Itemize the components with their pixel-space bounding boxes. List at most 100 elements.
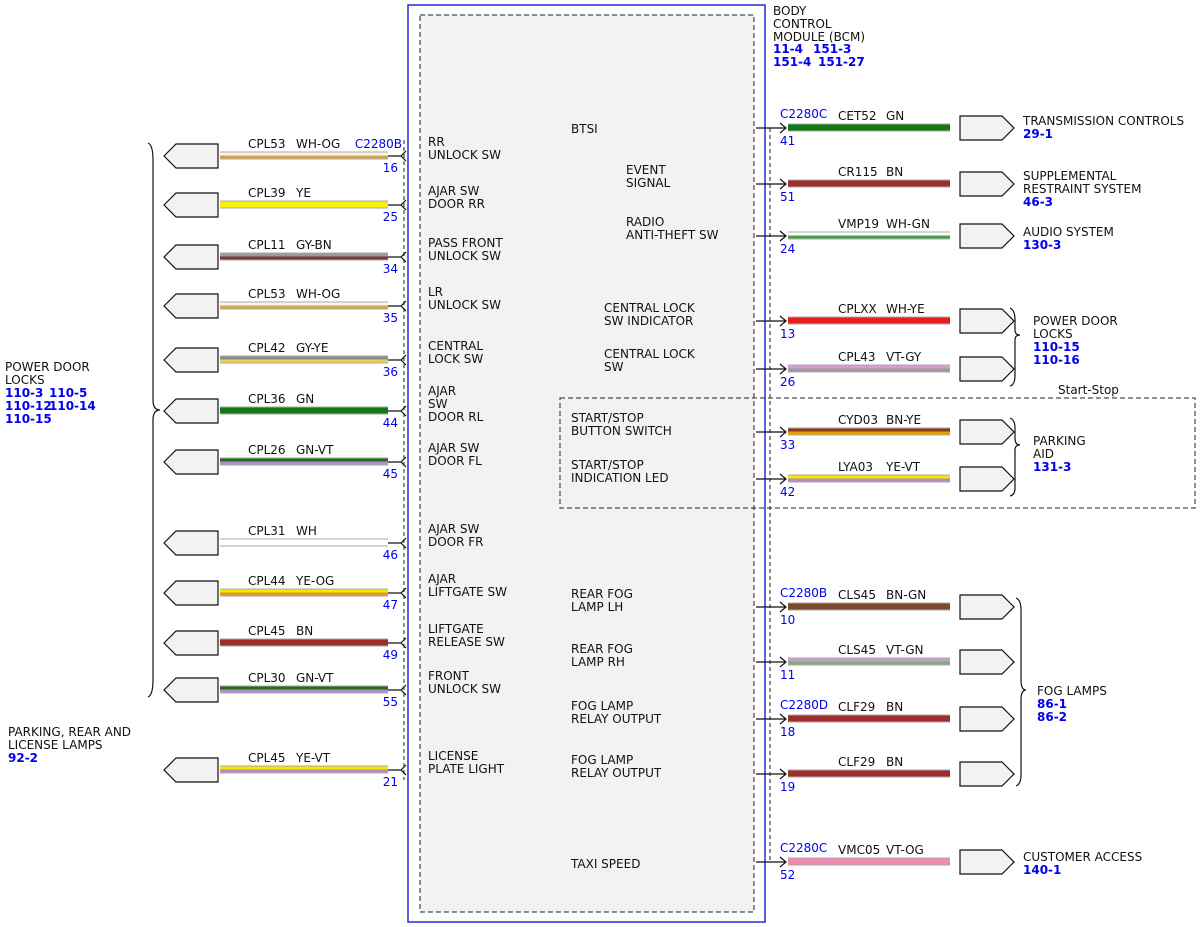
pin-number: 10 [780, 613, 795, 627]
pin-function-label: TAXI SPEED [570, 857, 640, 871]
bcm-ref-link[interactable]: 151-3 [813, 42, 851, 56]
circuit-name: CR115 [838, 165, 878, 179]
wire-color-code: BN [886, 165, 903, 179]
connector-shape [959, 308, 1015, 334]
group-ref-link[interactable]: 110-15 [1033, 340, 1080, 354]
wire-color-code: GY-YE [296, 341, 328, 355]
pin-function-label: UNLOCK SW [428, 682, 501, 696]
pin-function-label: LIFTGATE [428, 622, 484, 636]
circuit-name: CPL39 [248, 186, 286, 200]
pin-function-label: FRONT [428, 669, 470, 683]
pin-arrow [756, 656, 787, 668]
bcm-ref-link[interactable]: 151-4 [773, 55, 811, 69]
wire-color-code: BN [296, 624, 313, 638]
pin-arrow [388, 456, 407, 468]
pin-arrow [388, 587, 407, 599]
circuit-name: CPL31 [248, 524, 286, 538]
connector-id: C2280B [355, 137, 402, 151]
pin-function-label: RELAY OUTPUT [571, 766, 662, 780]
pin-number: 34 [383, 262, 398, 276]
circuit-name: CPL43 [838, 350, 876, 364]
group-ref-link[interactable]: 110-14 [49, 399, 96, 413]
connector-id: C2280D [780, 698, 828, 712]
group-ref-link[interactable]: 110-3 [5, 386, 43, 400]
bcm-ref-link[interactable]: 151-27 [818, 55, 865, 69]
pin-function-label: START/STOP [571, 411, 644, 425]
group-ref-link[interactable]: 110-15 [5, 412, 52, 426]
pin-function-label: LICENSE [428, 749, 478, 763]
group-ref-link[interactable]: 86-2 [1037, 710, 1067, 724]
pin-number: 36 [383, 365, 398, 379]
pin-arrow [756, 122, 787, 134]
group-ref-link[interactable]: 110-12 [5, 399, 52, 413]
circuit-name: CLS45 [838, 643, 876, 657]
bcm-title-line: CONTROL [773, 17, 832, 31]
pin-number: 25 [383, 210, 398, 224]
connector-shape [163, 347, 219, 373]
wire-color-code: WH-GN [886, 217, 930, 231]
circuit-name: CLF29 [838, 755, 875, 769]
group-name: POWER DOOR [1033, 314, 1118, 328]
pin-function-label: AJAR SW [428, 441, 480, 455]
group-ref-link[interactable]: 46-3 [1023, 195, 1053, 209]
group-ref-link[interactable]: 29-1 [1023, 127, 1053, 141]
group-ref-link[interactable]: 110-5 [49, 386, 87, 400]
pin-function-label: ANTI-THEFT SW [626, 228, 719, 242]
pin-arrow [388, 354, 407, 366]
connector-id: C2280C [780, 107, 827, 121]
group-ref-link[interactable]: 92-2 [8, 751, 38, 765]
pin-function-label: REAR FOG [571, 642, 633, 656]
pin-arrow [388, 684, 407, 696]
pin-function-label: DOOR RL [428, 410, 484, 424]
pin-arrow [756, 178, 787, 190]
pin-function-label: PASS FRONT [428, 236, 503, 250]
pin-arrow [388, 405, 407, 417]
parking-rear-license-lamps-group: PARKING, REAR AND LICENSE LAMPS 92-2 [8, 725, 131, 765]
wire-color-code: WH-YE [886, 302, 925, 316]
group-ref-link[interactable]: 131-3 [1033, 460, 1071, 474]
pin-function-label: PLATE LIGHT [428, 762, 505, 776]
group-name: RESTRAINT SYSTEM [1023, 182, 1141, 196]
group-name: PARKING [1033, 434, 1086, 448]
group-ref-link[interactable]: 110-16 [1033, 353, 1080, 367]
group-ref-link[interactable]: 140-1 [1023, 863, 1061, 877]
pin-arrow [756, 601, 787, 613]
group-ref-link[interactable]: 130-3 [1023, 238, 1061, 252]
pin-arrow [756, 768, 787, 780]
bcm-module-body [419, 14, 755, 913]
circuit-name: CET52 [838, 109, 877, 123]
pin-function-label: AJAR SW [428, 184, 480, 198]
circuit-name: CPL11 [248, 238, 286, 252]
circuit-name: CPL36 [248, 392, 286, 406]
connector-shape [959, 649, 1015, 675]
wire-color-code: GN [886, 109, 904, 123]
bcm-ref-link[interactable]: 11-4 [773, 42, 803, 56]
bcm-title: BODY CONTROL MODULE (BCM) 11-4 151-3 151… [773, 4, 865, 69]
group-ref-link[interactable]: 86-1 [1037, 697, 1067, 711]
